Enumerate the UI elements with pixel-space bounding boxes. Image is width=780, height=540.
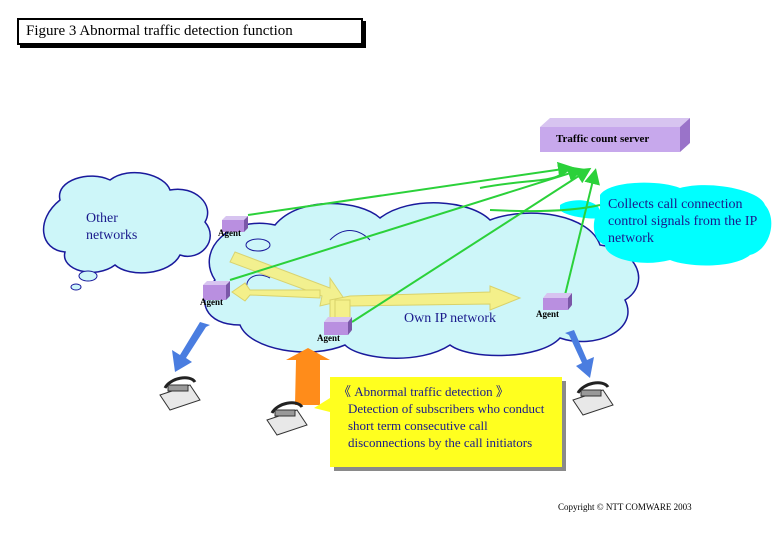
- traffic-count-server: [540, 118, 690, 152]
- detection-description: Detection of subscribers who conduct sho…: [348, 401, 545, 450]
- call-arrow-right: [565, 330, 594, 378]
- copyright-notice: Copyright © NTT COMWARE 2003: [558, 502, 692, 512]
- agent-node-3: [324, 317, 352, 335]
- call-arrow-left: [172, 322, 210, 372]
- detection-arrow: [286, 348, 330, 405]
- other-networks-label: Other networks: [86, 211, 138, 243]
- agent-label-1: Agent: [218, 228, 241, 238]
- callout-pointer: [314, 398, 330, 412]
- agent-label-3: Agent: [317, 333, 340, 343]
- collects-signals-label: Collects call connection control signals…: [608, 197, 757, 246]
- agent-label-2: Agent: [200, 297, 223, 307]
- own-ip-network-cloud: [204, 202, 640, 359]
- telephone-icon-right: [572, 381, 614, 416]
- agent-label-4: Agent: [536, 309, 559, 319]
- agent-node-4: [543, 293, 572, 310]
- detection-header: 《 Abnormal traffic detection 》: [338, 384, 509, 399]
- server-label: Traffic count server: [556, 133, 650, 145]
- figure-title: Figure 3 Abnormal traffic detection func…: [17, 18, 363, 45]
- agent-node-1: [222, 216, 248, 232]
- telephone-icon-left: [159, 376, 201, 411]
- own-ip-network-label: Own IP network: [404, 311, 497, 326]
- agent-node-2: [203, 281, 230, 300]
- signal-arrows: [229, 161, 601, 323]
- telephone-icon-mid: [266, 401, 308, 436]
- detection-callout: 《 Abnormal traffic detection 》 Detection…: [330, 377, 562, 467]
- other-networks-cloud: [43, 171, 211, 291]
